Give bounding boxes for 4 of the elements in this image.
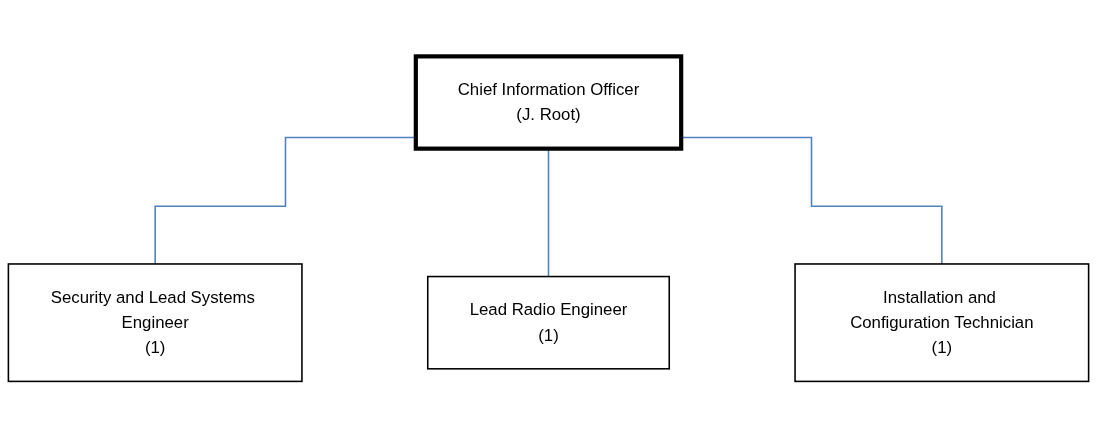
node-box: Security and Lead Systems Engineer (1) bbox=[7, 263, 303, 383]
node-box: Installation and Configuration Technician (1) bbox=[794, 263, 1090, 383]
node-box: Chief Information Officer (J. Root) bbox=[413, 54, 684, 151]
node-box: Lead Radio Engineer (1) bbox=[426, 275, 671, 370]
